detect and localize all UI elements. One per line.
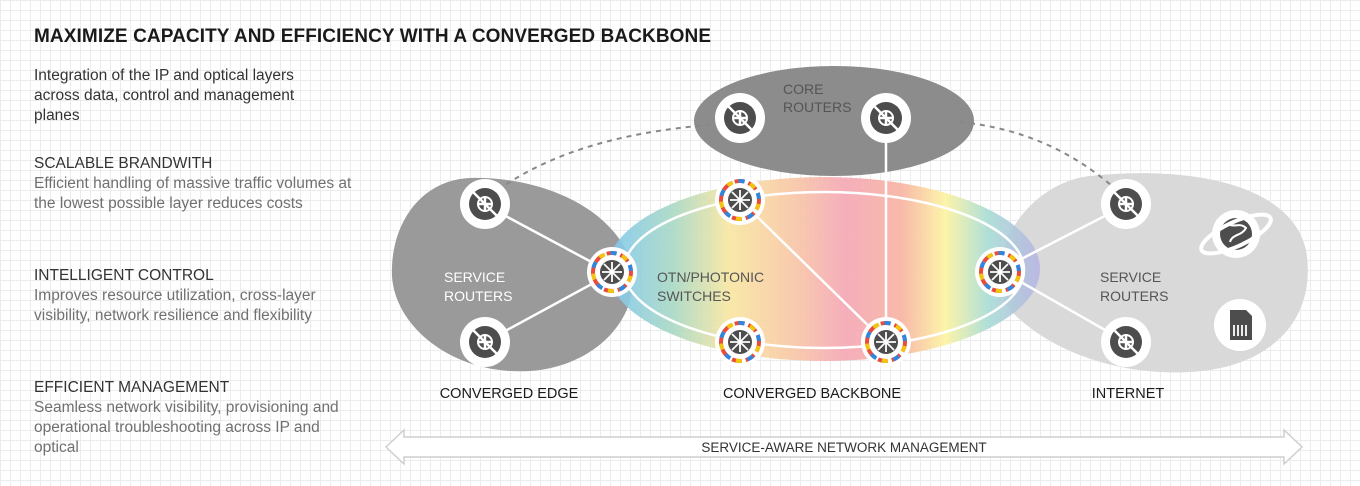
core-router-right-icon <box>860 92 912 144</box>
converged-backbone-region <box>608 177 1040 361</box>
core-routers-label-line2: ROUTERS <box>783 99 851 115</box>
otn-switch-bottom-right-icon <box>860 316 912 368</box>
core-routers-region <box>694 66 974 176</box>
internet-service-router-top-icon <box>1100 178 1152 230</box>
internet-routers-label-line2: ROUTERS <box>1100 288 1168 304</box>
converged-backbone-caption: CONVERGED BACKBONE <box>723 386 901 402</box>
management-label: SERVICE-AWARE NETWORK MANAGEMENT <box>701 440 986 455</box>
otn-switches-label-line2: SWITCHES <box>657 288 731 304</box>
feature-heading: INTELLIGENT CONTROL <box>34 267 214 284</box>
server-icon <box>1214 299 1266 351</box>
converged-edge-caption: CONVERGED EDGE <box>440 386 579 402</box>
otn-switch-bottom-left-icon <box>714 316 766 368</box>
ip-layer-dashed-ring <box>497 121 1113 191</box>
feature-heading: SCALABLE BRANDWITH <box>34 155 213 172</box>
edge-routers-label-line2: ROUTERS <box>444 288 512 304</box>
core-router-left-icon <box>714 92 766 144</box>
double-arrow-icon <box>384 428 1304 466</box>
internet-caption: INTERNET <box>1092 386 1165 402</box>
feature-description: Efficient handling of massive traffic vo… <box>34 175 352 212</box>
globe-icon <box>1199 210 1273 258</box>
otn-switch-edge-icon <box>586 246 638 298</box>
edge-service-router-bottom-icon <box>459 316 511 368</box>
feature-heading: EFFICIENT MANAGEMENT <box>34 379 230 396</box>
otn-switch-top-icon <box>714 174 766 226</box>
feature-efficient-management: EFFICIENT MANAGEMENT Seamless network vi… <box>34 378 354 458</box>
otn-switches-label-line1: OTN/PHOTONIC <box>657 269 764 285</box>
feature-intelligent-control: INTELLIGENT CONTROL Improves resource ut… <box>34 266 354 326</box>
page-title: MAXIMIZE CAPACITY AND EFFICIENCY WITH A … <box>34 26 712 47</box>
internet-service-router-bottom-icon <box>1100 316 1152 368</box>
otn-switch-internet-edge-icon <box>974 246 1026 298</box>
edge-routers-label-line1: SERVICE <box>444 269 505 285</box>
internet-routers-label-line1: SERVICE <box>1100 269 1161 285</box>
core-routers-label-line1: CORE <box>783 81 823 97</box>
edge-service-router-top-icon <box>459 178 511 230</box>
feature-description: Improves resource utilization, cross-lay… <box>34 287 316 324</box>
converged-edge-region <box>391 177 633 372</box>
feature-scalable-bandwidth: SCALABLE BRANDWITH Efficient handling of… <box>34 154 354 214</box>
feature-description: Seamless network visibility, provisionin… <box>34 399 339 456</box>
lead-text: Integration of the IP and optical layers… <box>34 67 295 124</box>
